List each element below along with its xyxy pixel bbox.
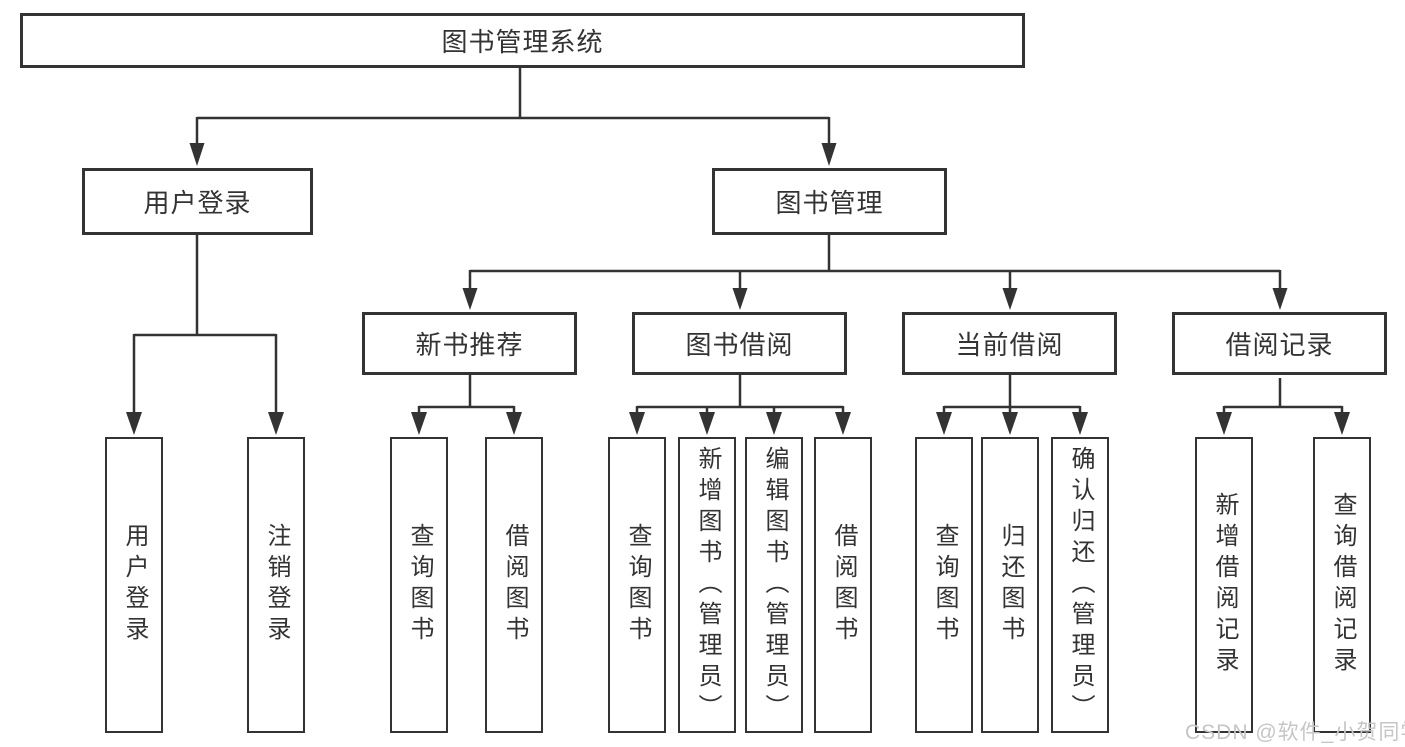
connector-borrowing-to-leaves [629, 375, 851, 435]
node-book-borrowing: 图书借阅 [632, 312, 847, 375]
node-user-login: 用户登录 [82, 168, 313, 235]
leaf-query-borrow-record: 查询借阅记录 [1313, 437, 1371, 733]
leaf-query-books-current: 查询图书 [915, 437, 973, 733]
leaf-query-books-recommend: 查询图书 [390, 437, 448, 733]
watermark-csdn: CSDN @软件_小贺同学 [1185, 721, 1405, 744]
connector-recommend-to-leaves [411, 375, 522, 435]
leaf-add-book-admin: 新增图书（管理员） [678, 437, 736, 733]
connector-login-to-leaves [126, 235, 284, 435]
node-new-book-recommend: 新书推荐 [362, 312, 577, 375]
leaf-add-borrow-record: 新增借阅记录 [1195, 437, 1253, 733]
leaf-return-books: 归还图书 [981, 437, 1039, 733]
node-current-borrowing: 当前借阅 [902, 312, 1117, 375]
node-book-management: 图书管理 [712, 168, 947, 235]
leaf-edit-book-admin: 编辑图书（管理员） [745, 437, 803, 733]
connector-management-to-level3 [462, 235, 1288, 310]
leaf-confirm-return-admin: 确认归还（管理员） [1051, 437, 1109, 733]
node-borrow-records: 借阅记录 [1172, 312, 1387, 375]
leaf-query-books-borrow: 查询图书 [608, 437, 666, 733]
leaf-logout: 注销登录 [247, 437, 305, 733]
connector-current-to-leaves [936, 375, 1088, 435]
leaf-borrow-books: 借阅图书 [814, 437, 872, 733]
leaf-user-login: 用户登录 [105, 437, 163, 733]
leaf-borrow-books-recommend: 借阅图书 [485, 437, 543, 733]
connector-root-to-level2 [189, 68, 837, 166]
node-library-management-system: 图书管理系统 [20, 13, 1025, 68]
connector-records-to-leaves [1216, 378, 1350, 435]
